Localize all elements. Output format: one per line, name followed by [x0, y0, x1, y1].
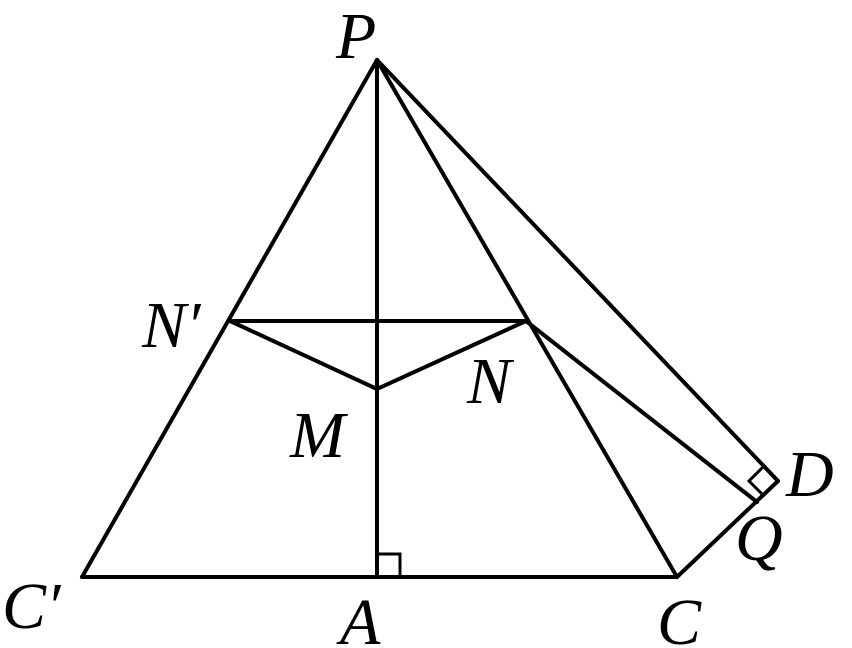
label-N: N: [466, 345, 515, 418]
segment-C-D: [675, 479, 780, 579]
segment-N-Q: [524, 319, 759, 504]
segment-P-D: [375, 58, 780, 483]
segment-P-C-prime: [80, 58, 379, 579]
label-Q: Q: [735, 502, 783, 575]
label-M: M: [289, 399, 349, 472]
label-C: C: [657, 586, 702, 648]
label-P: P: [335, 0, 376, 73]
label-N-prime: N′: [141, 289, 202, 362]
segment-M-N: [375, 319, 528, 391]
segment-N-prime-M: [228, 319, 379, 391]
label-C-prime: C′: [2, 570, 62, 643]
label-A: A: [336, 586, 381, 648]
right-angle-mark-A: [377, 552, 402, 577]
right-angle-mark-D: [746, 464, 766, 498]
label-D: D: [785, 438, 834, 511]
segment-P-C: [375, 58, 679, 579]
